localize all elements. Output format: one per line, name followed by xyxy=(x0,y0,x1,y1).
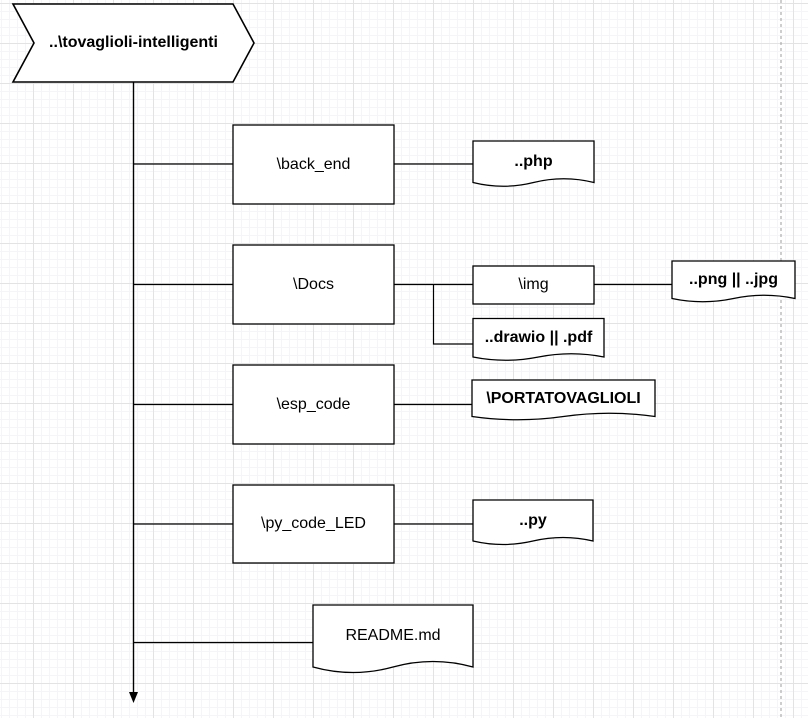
doc-py-shape[interactable] xyxy=(472,499,594,546)
root-banner-shape[interactable] xyxy=(11,3,255,83)
folder-img-shape[interactable] xyxy=(472,265,595,305)
doc-drawio-pdf-shape[interactable] xyxy=(472,317,605,361)
doc-php-shape[interactable] xyxy=(472,140,595,187)
folder-esp-code-shape[interactable] xyxy=(232,364,395,445)
connector-docs-drawio xyxy=(432,284,473,345)
doc-png-jpg-shape[interactable] xyxy=(671,260,796,303)
folder-py-code-led-shape[interactable] xyxy=(232,484,395,564)
folder-back-end-shape[interactable] xyxy=(232,124,395,205)
trunk-arrowhead-icon xyxy=(129,692,138,703)
doc-portatovaglioli-shape[interactable] xyxy=(471,379,656,421)
folder-docs-shape[interactable] xyxy=(232,244,395,325)
doc-readme-shape[interactable] xyxy=(312,604,474,674)
